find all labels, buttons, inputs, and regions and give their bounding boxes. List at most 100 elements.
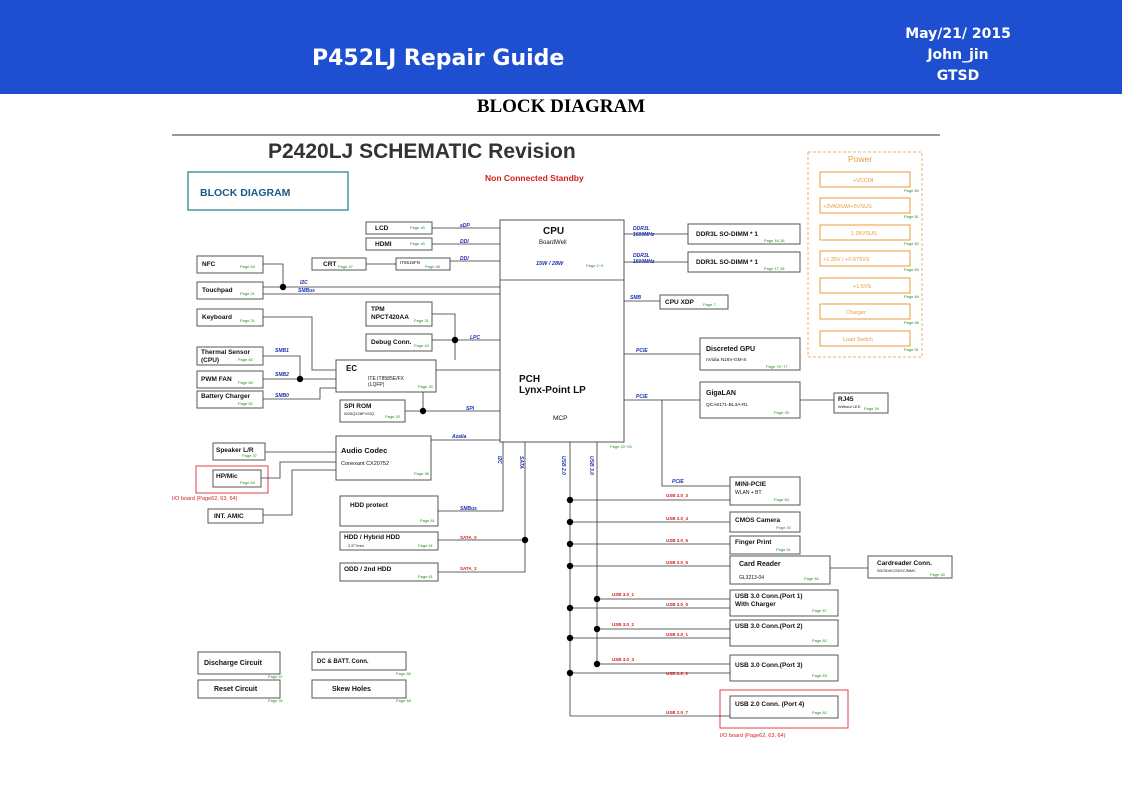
power-vccin [819, 171, 911, 188]
keyboard-label: Keyboard [202, 314, 232, 321]
wire-hpmic [261, 461, 336, 479]
junction-u32a [593, 625, 601, 633]
skew-box [311, 679, 407, 699]
nfc-label: NFC [202, 261, 216, 268]
pwmfan-label: PWM FAN [201, 376, 232, 383]
ddr1-page: Page 16,18 [764, 238, 785, 243]
bus-smb1: SMB1 [275, 348, 289, 354]
usb-u21a: USB 2.0_1 [666, 632, 689, 637]
wire-amic [263, 469, 336, 516]
usb1-sub: With Charger [735, 601, 776, 608]
minipcie-box [729, 476, 801, 506]
minipcie-page: Page 63 [774, 497, 790, 502]
wire-pcie3 [661, 400, 730, 487]
bus-smbus2: SMBus [460, 506, 477, 512]
bus-usb30-v: USB 3.0 [588, 456, 594, 475]
usb3-page: Page 63 [812, 673, 828, 678]
spirom-page: Page 30 [385, 414, 401, 419]
wire-sata2 [438, 540, 526, 573]
finger-box [729, 535, 801, 555]
it6515-page: Page 48 [425, 264, 441, 269]
wire-keyboard [263, 316, 336, 371]
bus-usb20-v: USB 2.0 [560, 456, 566, 475]
junction-u31a [593, 595, 601, 603]
usb2-page: Page 62 [812, 638, 828, 643]
hdd-sub: 2.5"7mm [348, 543, 365, 548]
junction-u33a [593, 660, 601, 668]
cardconn-label: Cardreader Conn. [877, 560, 932, 567]
io-board-note-left: I/O board (Page62, 63, 64) [172, 496, 238, 502]
hdd-label: HDD / Hybrid HDD [344, 534, 400, 541]
bus-ddi2: DDI [460, 256, 469, 262]
wire-hddprot [438, 442, 504, 512]
usb-u32a: USB 3.0_2 [612, 622, 635, 627]
bus-spi: SPI [466, 406, 475, 412]
power-vccin-label: +VCCIN [853, 178, 873, 184]
cardreader-page: Page 60 [804, 576, 820, 581]
thermal-sub: (CPU) [201, 357, 219, 364]
codec-label: Audio Codec [341, 446, 387, 455]
block-diagram-label: BLOCK DIAGRAM [200, 187, 291, 199]
keyboard-page: Page 21 [240, 318, 256, 323]
cmos-page: Page 40 [776, 525, 792, 530]
reset-page: Page 32 [268, 698, 284, 703]
usb1-box [729, 589, 839, 617]
power-135v-page: Page 83 [904, 267, 920, 272]
ec-page: Page 30 [418, 384, 434, 389]
hddprot-page: Page 61 [420, 518, 436, 523]
junction-u5 [566, 540, 574, 548]
hdmi-label: HDMI [375, 241, 392, 248]
bus-sata2: SATA_2 [460, 566, 477, 571]
hpmic-label: HP/Mic [216, 473, 238, 480]
wire-sata0 [438, 442, 526, 541]
skew-page: Page 68 [396, 698, 412, 703]
usb2-box [729, 619, 839, 647]
tpm-page: Page 31 [414, 318, 430, 323]
nfc-box [196, 255, 264, 274]
gigalan-sub: QCA8171-BL3A-RL [706, 402, 748, 408]
cpu-sub: BoardWell [539, 240, 567, 246]
pwmfan-box [196, 370, 264, 389]
bus-edp: eDP [460, 223, 470, 229]
power-title: Power [848, 154, 872, 164]
usb1-page: Page 67 [812, 608, 828, 613]
header-dept: GTSD [936, 68, 980, 84]
discharge-page: Page 67 [268, 674, 284, 679]
cpuxdp-label: CPU XDP [665, 299, 695, 306]
power-105vsus-label: 1.05VSUS [851, 231, 877, 237]
pch-name: PCH [519, 374, 540, 385]
bus-smb0: SMB0 [275, 393, 289, 399]
usb4-page: Page 62 [812, 710, 828, 715]
debug-box [365, 333, 433, 352]
finger-label: Finger Print [735, 539, 772, 546]
power-3v5v-page: Page 81 [904, 214, 920, 219]
lcd-page: Page 40 [410, 225, 426, 230]
guide-title: P452LJ Repair Guide [312, 46, 565, 71]
junction-smb1 [296, 375, 304, 383]
bus-azalia: Azalia [451, 434, 467, 440]
odd-page: Page 61 [418, 574, 434, 579]
cardreader-label: Card Reader [739, 561, 781, 568]
spirom-sub: W25Q128FVSIQ [344, 411, 374, 416]
hpmic-box [212, 469, 262, 488]
crt-page: Page 47 [338, 264, 354, 269]
power-105vsus [819, 224, 911, 241]
power-135v [819, 250, 911, 267]
debug-page: Page 44 [414, 343, 430, 348]
reset-label: Reset Circuit [214, 686, 258, 693]
hdd-page: Page 61 [418, 543, 434, 548]
codec-box [335, 435, 432, 481]
cpu-name: CPU [543, 226, 564, 237]
io-board-note-right: I/O board (Page62, 63, 64) [720, 733, 786, 739]
lcd-label: LCD [375, 225, 389, 232]
hddprot-label: HDD protect [350, 502, 389, 509]
usb-u27a: USB 2.0_7 [666, 710, 689, 715]
usb3-label: USB 3.0 Conn.(Port 3) [735, 662, 803, 669]
wire-tpm [432, 313, 456, 360]
cardconn-box [867, 555, 953, 579]
tpm-label: TPM [371, 306, 385, 313]
usb-u20a: USB 2.0_0 [666, 602, 689, 607]
schematic-title: P2420LJ SCHEMATIC Revision [268, 140, 576, 163]
power-3v5v-label: +3VADSW/+5VSUS [823, 204, 872, 210]
